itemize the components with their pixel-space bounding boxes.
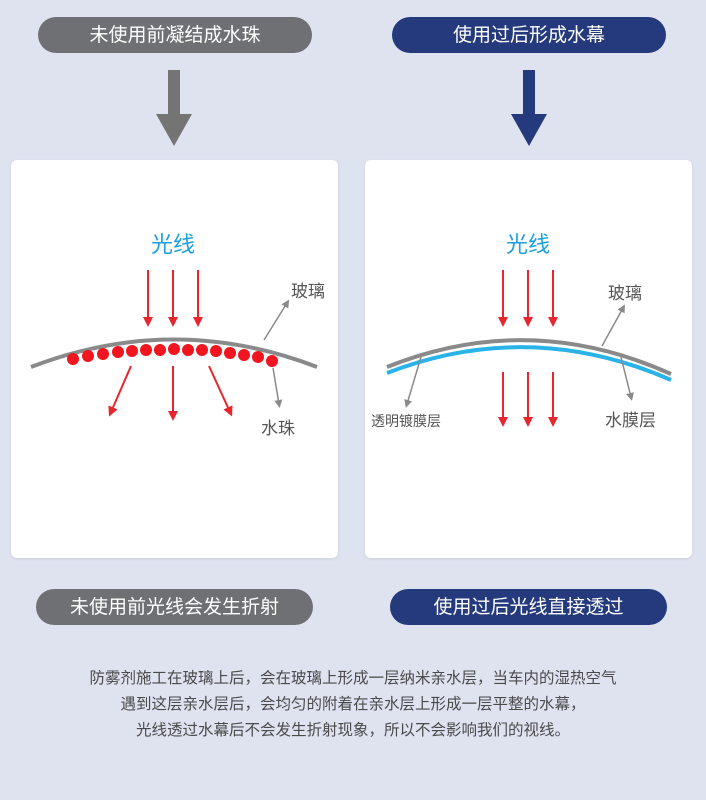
right-light-label: 光线: [506, 233, 550, 258]
right-incoming-rays: [498, 270, 558, 327]
right-glass-pointer: [601, 304, 625, 347]
left-droplet-pointer: [272, 367, 283, 408]
right-conclusion-pill: 使用过后光线直接透过: [390, 589, 667, 625]
right-conclusion: 使用过后光线直接透过: [433, 596, 624, 618]
right-title: 使用过后形成水幕: [452, 24, 605, 46]
right-down-arrow-icon: [511, 70, 547, 146]
right-diagram-panel: 光线 玻璃 透明镀膜层 水膜层: [365, 160, 692, 558]
left-title-pill: 未使用前凝结成水珠: [38, 17, 312, 53]
description-line-2: 遇到这层亲水层后，会均匀的附着在亲水层上形成一层平整的水幕，: [120, 695, 586, 713]
right-title-pill: 使用过后形成水幕: [392, 17, 666, 53]
left-glass-pointer: [263, 299, 290, 341]
left-conclusion: 未使用前光线会发生折射: [69, 596, 279, 618]
right-coating-label: 透明镀膜层: [371, 413, 441, 430]
right-transmitted-rays: [498, 372, 558, 427]
right-film-label: 水膜层: [605, 411, 656, 431]
right-coating-pointer: [404, 356, 422, 408]
left-droplet-label: 水珠: [261, 419, 295, 439]
right-film-pointer: [620, 356, 634, 401]
right-diagram: 光线 玻璃 透明镀膜层 水膜层: [371, 233, 672, 431]
left-diagram: 光线: [30, 233, 325, 439]
left-droplets: [67, 343, 278, 367]
description-line-1: 防雾剂施工在玻璃上后，会在玻璃上形成一层纳米亲水层，当车内的湿热空气: [89, 669, 617, 687]
right-glass-label: 玻璃: [608, 284, 642, 304]
left-light-label: 光线: [151, 233, 195, 258]
left-down-arrow-icon: [156, 70, 192, 146]
left-refracted-rays: [108, 365, 233, 421]
left-glass-label: 玻璃: [291, 282, 325, 302]
left-diagram-panel: 光线: [11, 160, 338, 558]
right-coating-curve: [386, 345, 672, 382]
left-conclusion-pill: 未使用前光线会发生折射: [36, 589, 313, 625]
left-glass-curve: [30, 337, 318, 369]
right-glass-curve: [386, 338, 672, 376]
left-title: 未使用前凝结成水珠: [89, 24, 261, 46]
left-incoming-rays: [143, 270, 203, 327]
description-line-3: 光线透过水幕后不会发生折射现象，所以不会影响我们的视线。: [135, 721, 570, 739]
